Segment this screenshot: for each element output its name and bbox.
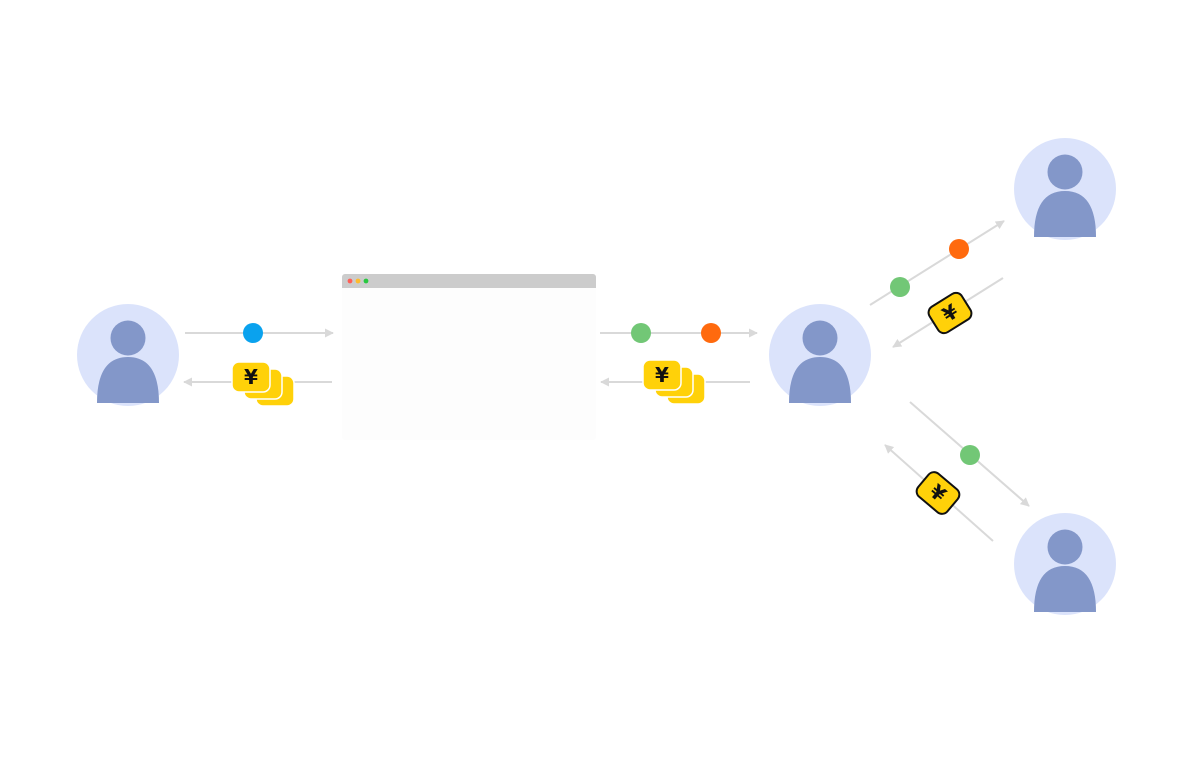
svg-text:¥: ¥: [655, 363, 669, 387]
person-center-icon: [769, 304, 871, 406]
token-blue: [243, 323, 263, 343]
browser-window-icon: [342, 274, 596, 440]
person-bottom-right-icon: [1014, 513, 1116, 615]
person-left-icon: [77, 304, 179, 406]
person-top-right-icon: [1014, 138, 1116, 240]
token-green: [890, 277, 910, 297]
yen-coin-stack-middle: ¥ ¥ ¥: [642, 359, 706, 405]
arrow-center-to-top-right: [869, 220, 1005, 306]
yen-coin-icon: ¥: [642, 359, 682, 391]
window-close-dot: [347, 278, 353, 284]
window-minimize-dot: [355, 278, 361, 284]
window-maximize-dot: [363, 278, 369, 284]
yen-coin-icon: ¥: [927, 291, 973, 335]
token-orange: [949, 239, 969, 259]
token-green: [631, 323, 651, 343]
svg-text:¥: ¥: [244, 365, 258, 389]
yen-coin-icon: ¥: [231, 361, 271, 393]
yen-coin-icon: ¥: [915, 471, 961, 515]
yen-coin-stack-left: ¥ ¥ ¥: [231, 361, 295, 407]
token-green: [960, 445, 980, 465]
token-orange: [701, 323, 721, 343]
